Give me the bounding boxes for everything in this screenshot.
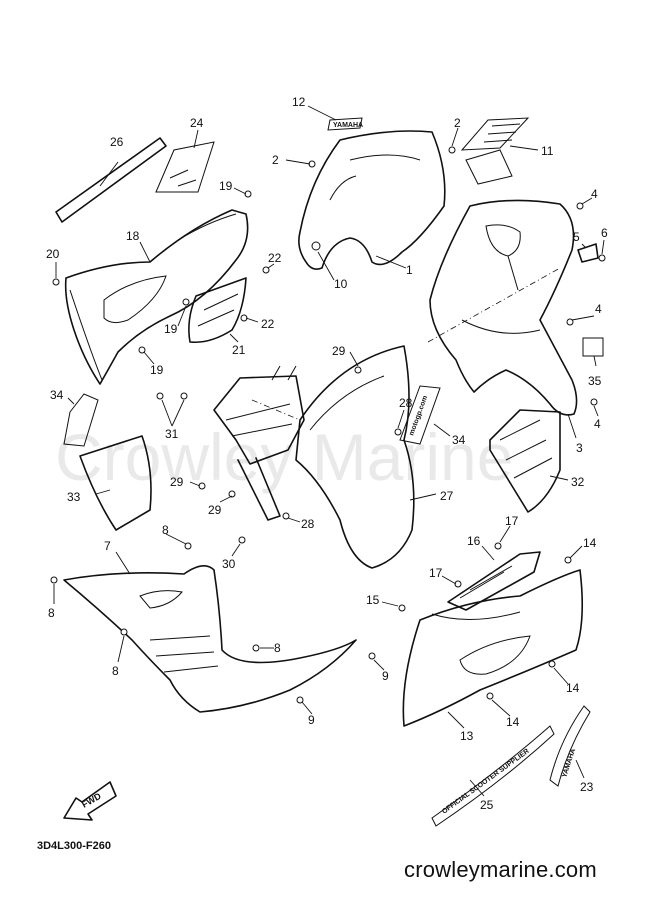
part-decal-23[interactable]: YAMAHA: [549, 705, 591, 787]
callout-20[interactable]: 20: [46, 247, 60, 261]
callout-6[interactable]: 6: [601, 226, 608, 240]
part-leg-shield[interactable]: [295, 345, 415, 569]
callout-25[interactable]: 25: [480, 798, 494, 812]
callout-28-top[interactable]: 28: [399, 396, 413, 410]
callout-29-low[interactable]: 29: [208, 503, 222, 517]
part-panel-24[interactable]: [155, 141, 215, 193]
callout-22-bottom[interactable]: 22: [261, 317, 275, 331]
part-strip-26[interactable]: [55, 137, 167, 223]
callout-26[interactable]: 26: [110, 135, 124, 149]
callout-19-mid[interactable]: 19: [164, 322, 178, 336]
callout-8-top[interactable]: 8: [162, 523, 169, 537]
callout-32[interactable]: 32: [571, 475, 585, 489]
callout-10[interactable]: 10: [334, 277, 348, 291]
callout-17-low[interactable]: 17: [429, 566, 443, 580]
callout-29-top[interactable]: 29: [332, 344, 346, 358]
callout-23[interactable]: 23: [580, 780, 594, 794]
part-lower-cover-right[interactable]: [402, 569, 584, 727]
callout-numbers: 12 2 2 11 26 24 19 18 20 22 22 19 19 21 …: [46, 95, 608, 812]
callout-4-top[interactable]: 4: [591, 187, 598, 201]
callout-13[interactable]: 13: [460, 729, 474, 743]
callout-15[interactable]: 15: [366, 593, 380, 607]
callout-17-top[interactable]: 17: [505, 514, 519, 528]
part-decal-yamaha-small[interactable]: YAMAHA: [327, 117, 363, 131]
callout-11[interactable]: 11: [541, 144, 554, 158]
callout-5[interactable]: 5: [573, 230, 580, 244]
callout-28-low[interactable]: 28: [301, 517, 315, 531]
part-lower-cover-left[interactable]: [63, 565, 357, 713]
part-side-panel-21[interactable]: [188, 277, 247, 344]
callout-1[interactable]: 1: [406, 263, 413, 277]
footer-site-link[interactable]: crowleymarine.com: [404, 857, 597, 882]
callout-19-top[interactable]: 19: [219, 179, 233, 193]
callout-3[interactable]: 3: [576, 441, 583, 455]
callout-22-top[interactable]: 22: [268, 251, 282, 265]
fwd-arrow: FWD: [63, 781, 117, 821]
part-label-35[interactable]: [582, 337, 604, 357]
callout-2-left[interactable]: 2: [272, 153, 279, 167]
part-side-cover-left[interactable]: [64, 209, 249, 385]
part-decal-34-left[interactable]: [63, 393, 99, 447]
callout-27[interactable]: 27: [440, 489, 454, 503]
callout-9-low[interactable]: 9: [308, 713, 315, 727]
callout-34-left[interactable]: 34: [50, 388, 64, 402]
decal-yamaha-small-text: YAMAHA: [333, 122, 363, 129]
part-decal-side[interactable]: [460, 117, 530, 185]
callout-9-right[interactable]: 9: [382, 669, 389, 683]
callout-14-top[interactable]: 14: [583, 536, 597, 550]
callout-21[interactable]: 21: [232, 343, 246, 357]
callout-16[interactable]: 16: [467, 534, 481, 548]
watermark: Crowley Marine: [55, 420, 513, 494]
callout-8-low[interactable]: 8: [112, 664, 119, 678]
part-side-cover-right[interactable]: [429, 199, 578, 416]
callout-8-left[interactable]: 8: [48, 606, 55, 620]
callout-33[interactable]: 33: [67, 490, 81, 504]
callout-19-low[interactable]: 19: [150, 363, 164, 377]
part-inner-panel-32[interactable]: [489, 409, 561, 513]
callout-30[interactable]: 30: [222, 557, 236, 571]
diagram-code: 3D4L300-F260: [37, 840, 111, 852]
callout-7[interactable]: 7: [104, 539, 111, 553]
callout-29-left[interactable]: 29: [170, 475, 184, 489]
part-panel-33[interactable]: [79, 435, 152, 531]
callout-35[interactable]: 35: [588, 374, 602, 388]
callout-18[interactable]: 18: [126, 229, 140, 243]
callout-14-mid[interactable]: 14: [566, 681, 580, 695]
callout-2-top[interactable]: 2: [454, 116, 461, 130]
callout-34-center[interactable]: 34: [452, 433, 466, 447]
part-front-cover[interactable]: [298, 130, 446, 270]
part-bracket-5[interactable]: [577, 243, 599, 263]
part-grille-16[interactable]: [447, 551, 541, 611]
callout-4-low[interactable]: 4: [594, 417, 601, 431]
callout-14-low[interactable]: 14: [506, 715, 520, 729]
callout-8-right[interactable]: 8: [274, 641, 281, 655]
leader-lines: [53, 105, 605, 797]
part-bracket-frame[interactable]: [213, 365, 305, 521]
callout-24[interactable]: 24: [190, 116, 204, 130]
callout-12[interactable]: 12: [292, 95, 306, 109]
callout-31[interactable]: 31: [165, 427, 179, 441]
callout-4-mid[interactable]: 4: [595, 302, 602, 316]
decal-yamaha-large-text: YAMAHA: [561, 748, 577, 779]
